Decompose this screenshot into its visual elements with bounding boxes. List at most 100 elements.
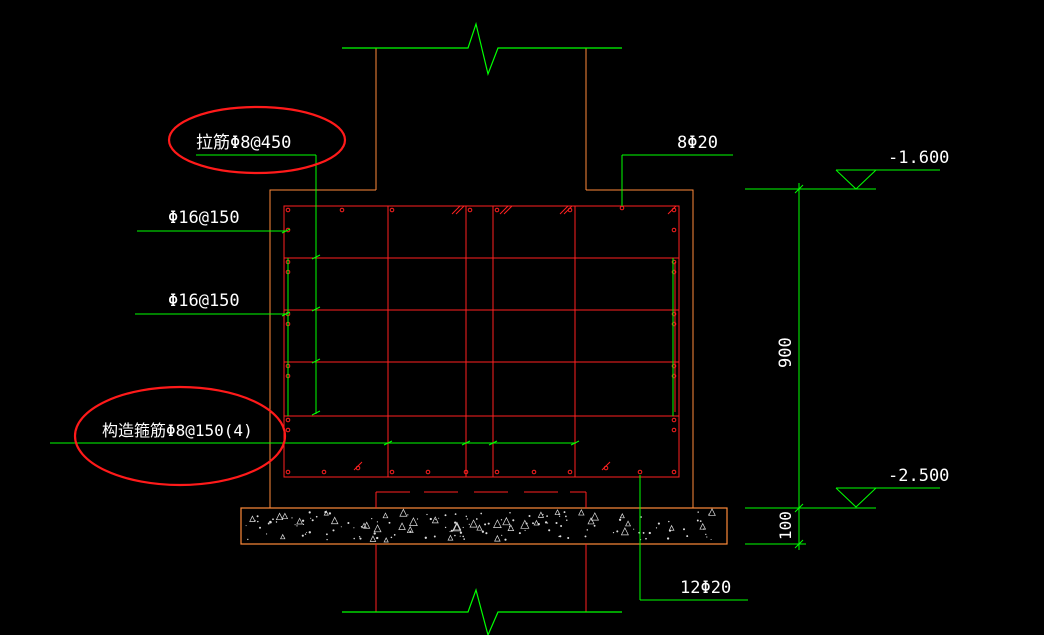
concrete-dot (640, 516, 642, 518)
concrete-dot (509, 525, 511, 528)
rebar-marker (567, 469, 573, 475)
rebar-marker (671, 321, 677, 327)
rebar-bar-markers (285, 205, 677, 475)
rebar-marker (285, 427, 291, 433)
highlight-ellipse-stirrup (73, 385, 287, 487)
concrete-dot (708, 513, 710, 515)
concrete-aggregate (275, 512, 284, 521)
concrete-dot (388, 521, 391, 524)
concrete-aggregate (502, 516, 511, 526)
concrete-dot (696, 519, 699, 522)
concrete-dot (710, 538, 712, 541)
concrete-dot (247, 538, 249, 541)
rebar-marker (321, 469, 327, 475)
concrete-aggregate (625, 520, 632, 527)
concrete-dot (547, 522, 549, 524)
concrete-aggregate (708, 508, 716, 516)
rebar-marker (671, 417, 677, 423)
concrete-dot (558, 515, 561, 517)
rebar-marker (494, 207, 500, 213)
column-upper (375, 48, 587, 190)
concrete-dot (308, 511, 311, 514)
concrete-dot (302, 523, 305, 526)
concrete-dot (376, 536, 379, 540)
concrete-dot (616, 530, 619, 533)
concrete-aggregate (296, 517, 304, 525)
concrete-aggregate (493, 519, 502, 528)
leader-lines (50, 154, 748, 601)
concrete-dot (500, 519, 503, 521)
concrete-aggregate (399, 508, 408, 517)
concrete-aggregate (373, 524, 382, 533)
concrete-aggregate (398, 522, 406, 530)
concrete-dot (304, 533, 307, 535)
rebar-marker (671, 373, 677, 379)
concrete-dot (266, 533, 268, 535)
concrete-dot (462, 526, 464, 529)
concrete-dot (332, 529, 335, 532)
concrete-dot (449, 531, 451, 533)
concrete-dot (315, 515, 318, 518)
concrete-dot (706, 536, 708, 538)
rebar-marker (531, 469, 537, 475)
concrete-aggregate (382, 512, 389, 519)
concrete-aggregate (469, 519, 478, 528)
concrete-dot (648, 531, 651, 535)
rebar-marker (285, 417, 291, 423)
concrete-dot (558, 535, 560, 538)
concrete-dot (655, 527, 658, 529)
concrete-aggregate (369, 535, 377, 542)
concrete-dot (697, 511, 699, 513)
concrete-dot (668, 529, 672, 532)
concrete-dot (407, 514, 409, 516)
concrete-dot (269, 520, 272, 524)
rebar-marker (389, 469, 395, 475)
label-top-bars: 8Φ20 (677, 133, 718, 153)
concrete-dot (501, 534, 503, 536)
concrete-dot (593, 524, 596, 527)
concrete-dot (267, 522, 270, 525)
concrete-cushion-hatch (245, 508, 716, 543)
concrete-aggregate (533, 519, 540, 526)
concrete-aggregate (431, 516, 439, 524)
concrete-dot (308, 531, 311, 534)
concrete-dot (487, 522, 490, 525)
dimension-lines (745, 183, 876, 550)
concrete-aggregate (330, 516, 339, 525)
concrete-dot (481, 530, 485, 533)
concrete-aggregate (699, 522, 707, 530)
concrete-dot (353, 527, 355, 529)
concrete-dot (444, 514, 447, 517)
beam-outline (269, 189, 694, 508)
concrete-aggregate (578, 508, 585, 516)
concrete-dot (371, 518, 373, 520)
concrete-dot (548, 529, 551, 532)
concrete-dot (559, 535, 562, 538)
concrete-dot (528, 515, 531, 517)
highlight-ellipse-tie-bar (167, 105, 347, 175)
concrete-dot (705, 533, 707, 536)
concrete-dot (459, 535, 461, 537)
concrete-dot (666, 537, 670, 540)
concrete-dot (566, 519, 568, 522)
concrete-dot (618, 518, 622, 521)
concrete-dot (555, 521, 558, 525)
column-upper-break-line (342, 21, 622, 77)
concrete-dot (435, 519, 436, 521)
concrete-aggregate (476, 524, 483, 531)
concrete-dot (469, 526, 471, 528)
concrete-aggregate (452, 523, 462, 532)
concrete-dot (426, 513, 428, 516)
rebar-marker (671, 269, 677, 275)
concrete-aggregate (281, 512, 289, 520)
concrete-dot (259, 526, 261, 529)
concrete-dot (657, 522, 660, 525)
rebar-marker (285, 227, 291, 233)
label-dimension-height: 900 (776, 337, 796, 368)
concrete-dot (275, 521, 278, 523)
concrete-aggregate (361, 522, 367, 529)
concrete-dot (326, 538, 328, 541)
concrete-dot (306, 531, 308, 533)
concrete-dot (257, 520, 259, 523)
